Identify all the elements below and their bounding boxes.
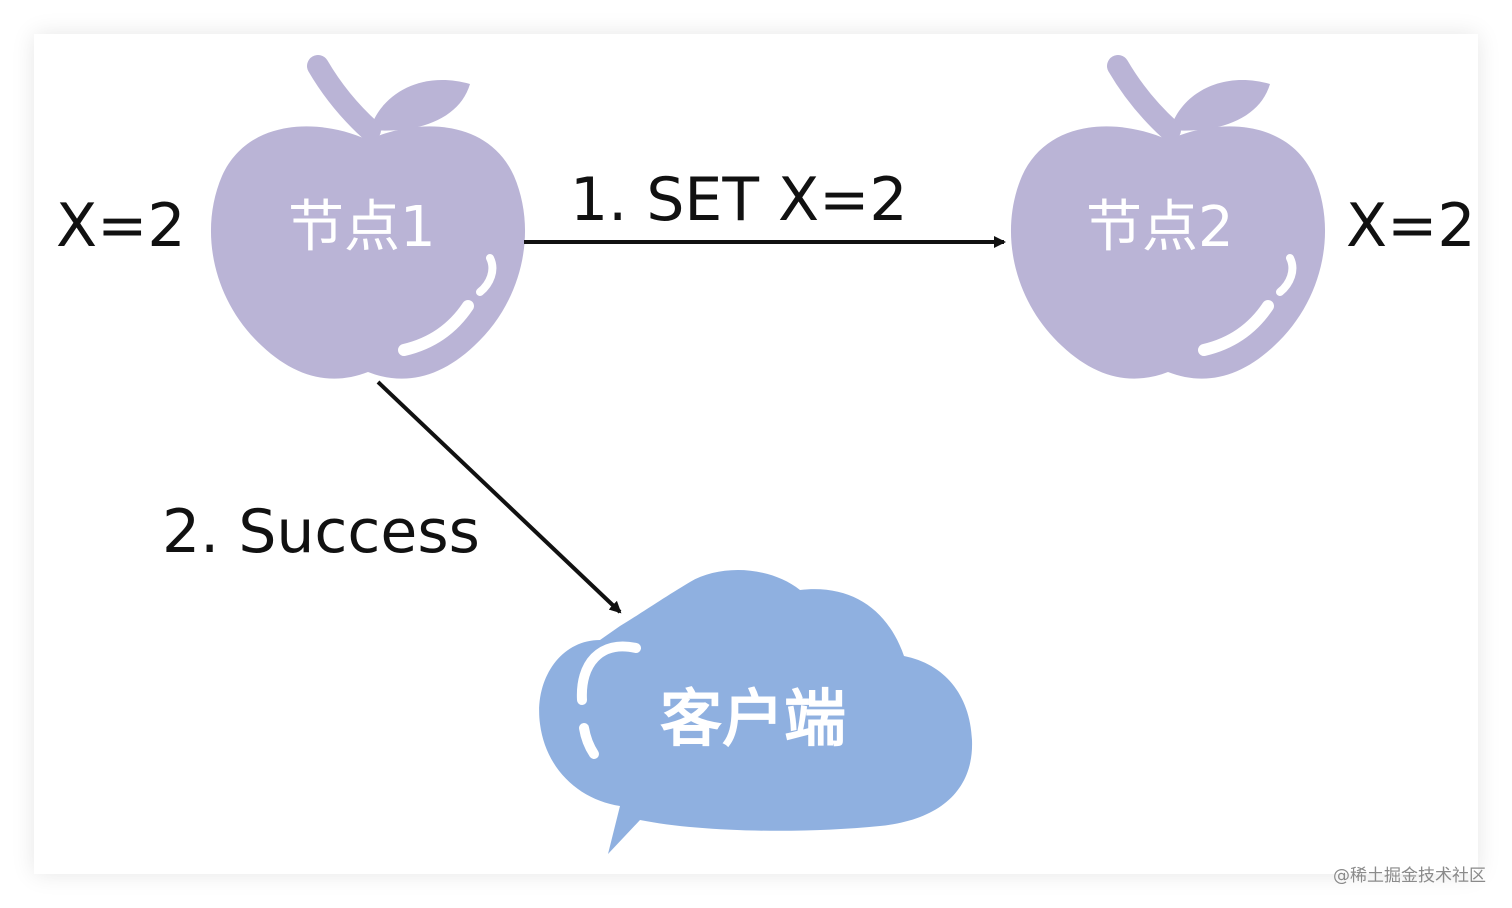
edge-success-arrow — [376, 380, 622, 614]
edge-success-label: 2. Success — [162, 497, 480, 567]
watermark: @稀土掘金技术社区 — [1333, 866, 1486, 886]
node-1-apple-icon — [210, 55, 526, 379]
node-2-label: 节点2 — [1086, 195, 1234, 260]
node-2-apple-icon — [1010, 55, 1326, 379]
node-2-value: X=2 — [1346, 191, 1476, 261]
node-1-label: 节点1 — [288, 195, 436, 260]
client-cloud-icon — [539, 570, 973, 854]
node-1-value: X=2 — [56, 191, 186, 261]
client-label: 客户端 — [660, 682, 846, 755]
edge-set-label: 1. SET X=2 — [570, 165, 908, 235]
